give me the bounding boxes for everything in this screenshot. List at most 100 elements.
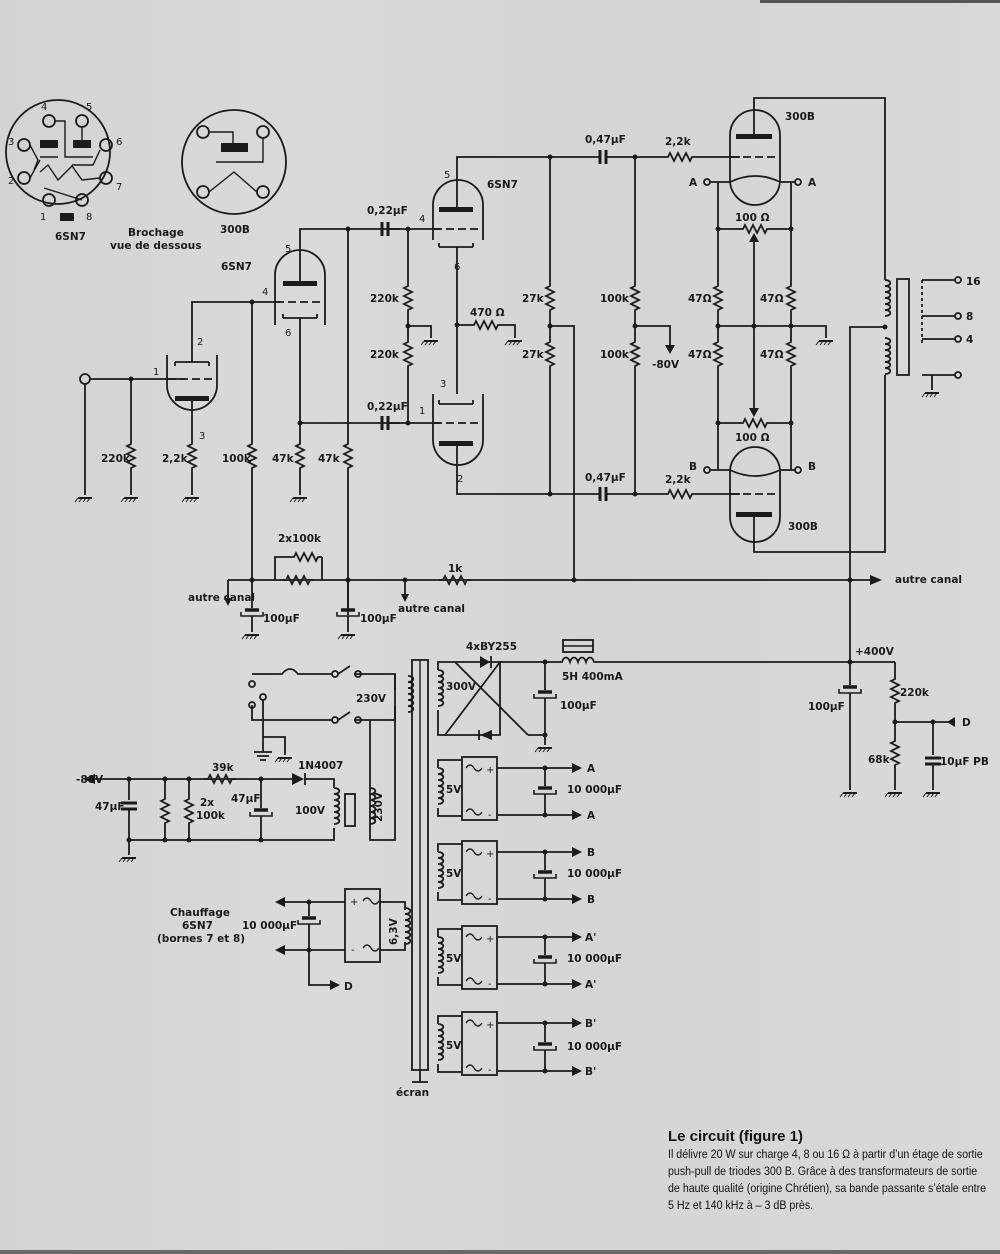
pinout-subtitle: vue de dessous (110, 240, 201, 252)
pin-label: 6 (116, 137, 122, 148)
r-dec-label: 47k (318, 453, 341, 465)
component-label: 100V (295, 805, 326, 817)
component-label: 47µF (231, 793, 261, 805)
component-label: 1k (448, 563, 463, 575)
component-label: - (488, 894, 492, 905)
component-label: 300V (446, 681, 477, 693)
component-label: 100µF (808, 701, 845, 713)
tube-300b-top-name: 300B (785, 111, 815, 123)
component-label: 100k (196, 810, 226, 822)
input-stage: 220k 2 1 3 2,2k 100k 5 4 6 6SN7 47k 47k (74, 226, 400, 615)
pinout-6sn7-name: 6SN7 (55, 231, 86, 243)
component-label: 470 Ω (470, 307, 505, 319)
component-label: B' (585, 1066, 596, 1078)
pinout-300b: 300B (181, 109, 287, 236)
component-label: 2x (200, 797, 214, 809)
component-label: 220k (370, 293, 400, 305)
pinout-title: Brochage (128, 227, 184, 239)
component-label: A (808, 177, 817, 189)
component-label: 4 (419, 214, 425, 225)
filament-supply-4: 5V +- 10 000µF B' B' (437, 1011, 622, 1078)
r-anode1-label: 100k (222, 453, 252, 465)
component-label: 220k (900, 687, 930, 699)
component-label: + (486, 934, 494, 945)
pin-label: 3 (8, 137, 14, 148)
mains-label: 230V (356, 693, 387, 705)
r-cathode2-label: 47k (272, 453, 295, 465)
tube-300b-bottom-name: 300B (788, 521, 818, 533)
tap-8-label: 8 (966, 311, 973, 323)
component-label: 10 000µF (567, 868, 622, 880)
component-label: -80V (652, 359, 680, 371)
component-label: 68k (868, 754, 891, 766)
pin-label: 5 (86, 102, 92, 113)
r-cathode1-label: 2,2k (162, 453, 189, 465)
component-label: 100µF (263, 613, 300, 625)
component-label: 27k (522, 293, 545, 305)
component-label: 100µF (560, 700, 597, 712)
heater-title: Chauffage (170, 907, 230, 919)
component-label: 3 (199, 431, 205, 442)
component-label: 6,3V (388, 917, 400, 945)
component-label: 100 Ω (735, 212, 770, 224)
component-label: 47Ω (688, 349, 712, 361)
component-label: 5V (446, 784, 462, 796)
phase-splitter: 0,22µF 0,22µF 220k 220k 5 4 6 6SN7 470 Ω… (367, 154, 600, 580)
component-label: 100k (600, 349, 630, 361)
shield-label: écran (396, 1087, 429, 1099)
bias-output-label: -80V (76, 774, 104, 786)
diode-label: 1N4007 (298, 760, 343, 772)
page-edge-bottom (0, 1250, 1000, 1254)
heater-cap-label: 10 000µF (242, 920, 297, 932)
other-channel-label-left: autre canal (188, 592, 255, 604)
component-label: - (488, 979, 492, 990)
tube-v2b (432, 394, 484, 466)
component-label: D (962, 717, 971, 729)
component-label: 230V (373, 791, 385, 822)
component-label: (bornes 7 et 8) (157, 933, 245, 945)
component-label: 0,22µF (367, 205, 408, 217)
other-channel-label-mid: autre canal (398, 603, 465, 615)
tube-300b-top (729, 109, 781, 206)
component-label: 1 (419, 406, 425, 417)
component-label: + (486, 849, 494, 860)
caption-title: Le circuit (figure 1) (668, 1128, 804, 1145)
component-label: 27k (522, 349, 545, 361)
r-input-label: 220k (101, 453, 131, 465)
component-label: 5 (444, 170, 450, 181)
component-label: - (351, 945, 355, 956)
filament-supply-2: 5V +- 10 000µF B B (437, 840, 622, 906)
component-label: 5V (446, 953, 462, 965)
hv-label: +400V (855, 646, 895, 658)
page-edge (760, 0, 1000, 3)
tube-v2 (432, 179, 484, 240)
component-label: 220k (370, 349, 400, 361)
pin-label: 2 (8, 176, 14, 187)
pinout-300b-name: 300B (220, 224, 250, 236)
component-label: B (689, 461, 697, 473)
component-label: 47Ω (688, 293, 712, 305)
tap-4-label: 4 (966, 334, 973, 346)
caption-body: Il délivre 20 W sur charge 4, 8 ou 16 Ω … (668, 1147, 987, 1212)
component-label: 100k (600, 293, 630, 305)
component-label: B' (585, 1018, 596, 1030)
component-label: 2 (457, 474, 463, 485)
component-label: 100µF (360, 613, 397, 625)
component-label: A' (585, 979, 596, 991)
supply-bus: autre canal autre canal 100µF 2x100k 100… (188, 533, 962, 664)
component-label: D (344, 981, 353, 993)
r-parallel-label: 2x100k (278, 533, 322, 545)
component-label: 0,47µF (585, 472, 626, 484)
component-label: 10 000µF (567, 953, 622, 965)
component-label: - (488, 810, 492, 821)
component-label: 47Ω (760, 349, 784, 361)
pinout-6sn7: 4 5 3 6 2 7 1 8 6SN7 (5, 99, 122, 243)
component-label: 47Ω (760, 293, 784, 305)
component-label: A' (585, 932, 596, 944)
pin-label: 1 (40, 212, 46, 223)
component-label: 1 (153, 367, 159, 378)
component-label: 2 (197, 337, 203, 348)
tube-v1-name: 6SN7 (221, 261, 252, 273)
